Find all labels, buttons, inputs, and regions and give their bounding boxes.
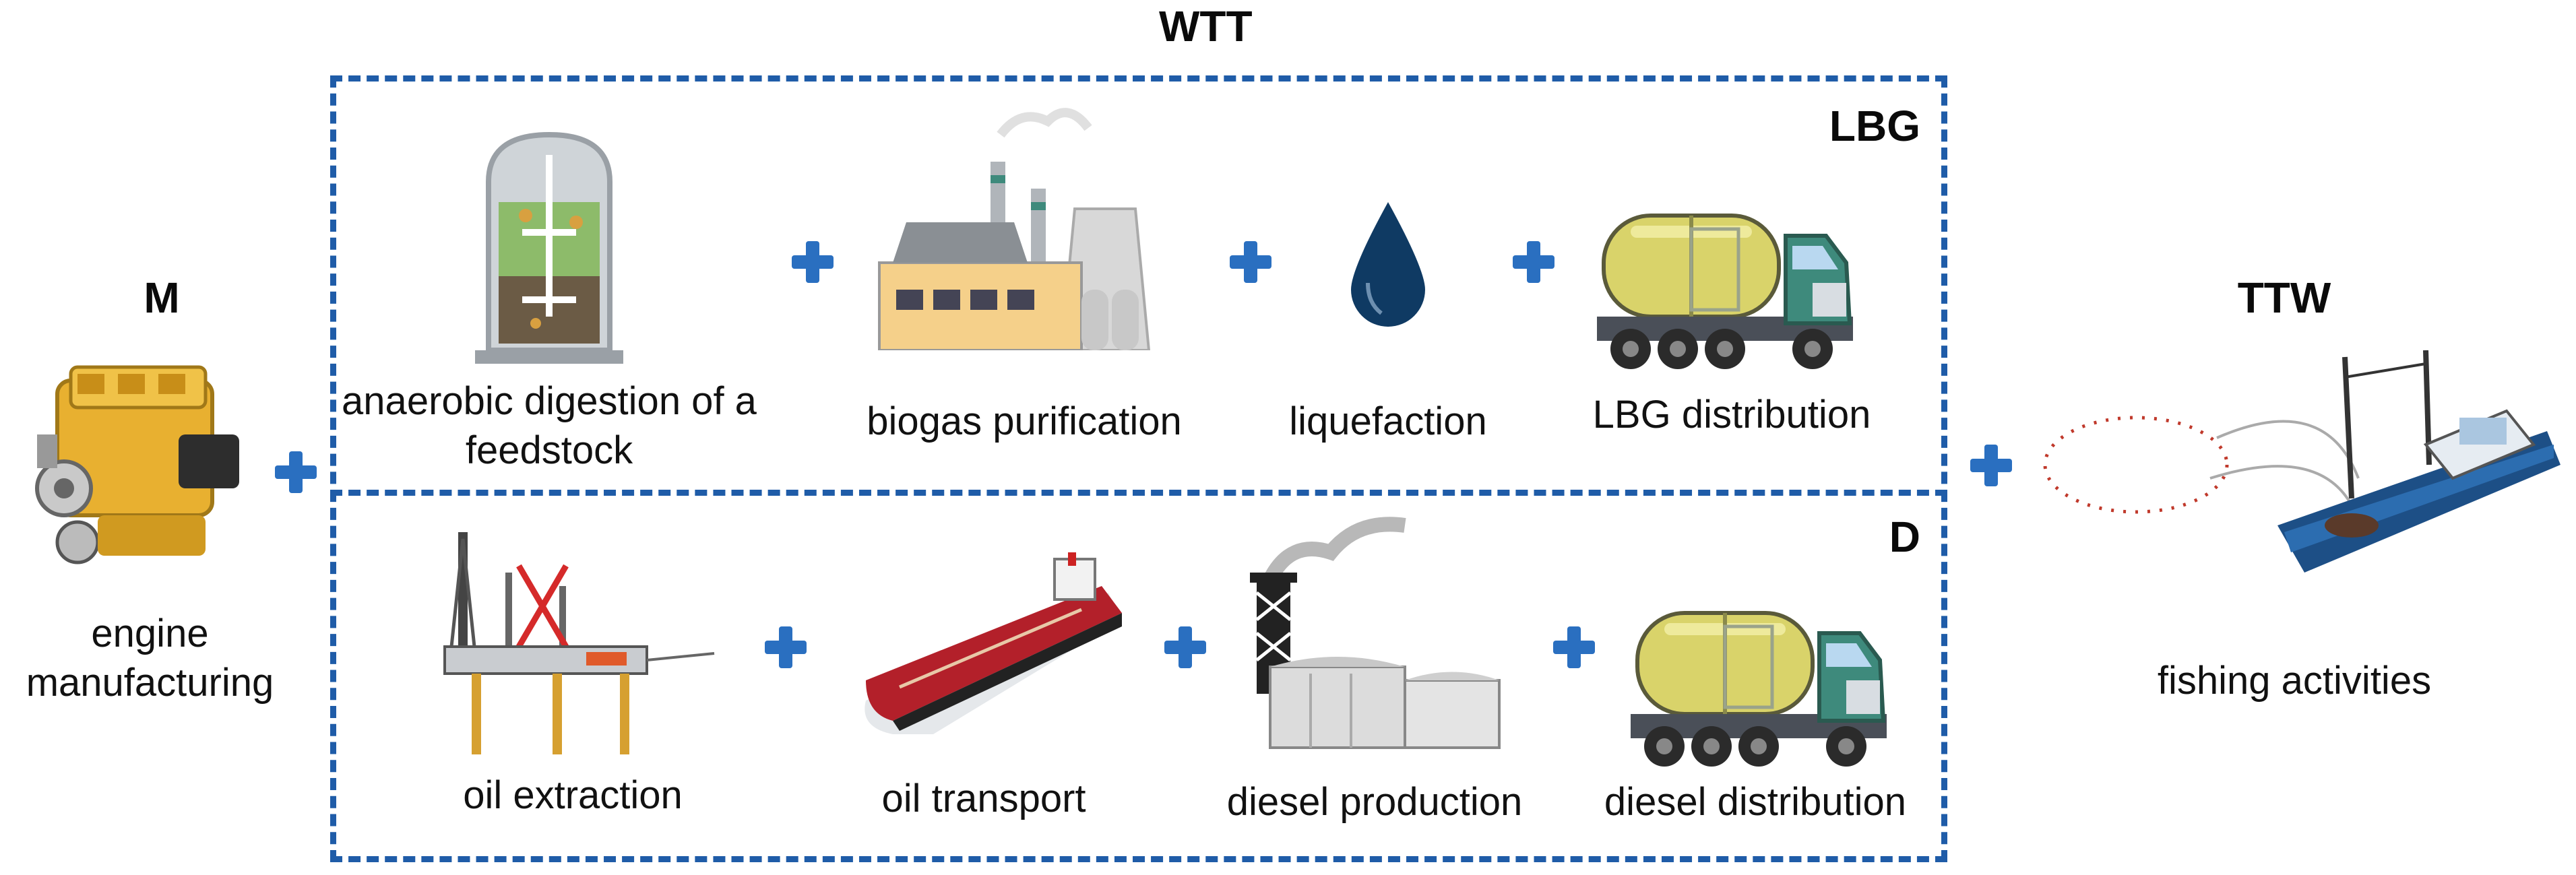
lbg-diesel-divider (330, 490, 1947, 496)
wtt-heading: WTT (1159, 2, 1253, 51)
oil-tanker-ship-icon (852, 552, 1135, 741)
lbg-heading: LBG (1829, 102, 1920, 150)
wtt-boundary-box (330, 75, 1947, 862)
oil-transport-label: oil transport (881, 777, 1086, 820)
engine-manufacturing-label: engine manufacturing (26, 612, 274, 705)
refinery-icon (1243, 512, 1513, 754)
liquefaction-label: liquefaction (1289, 399, 1487, 443)
plus-icon (1553, 626, 1595, 668)
fishing-boat-icon (2035, 350, 2574, 593)
droplet-icon (1344, 202, 1432, 330)
diesel-production-label: diesel production (1226, 780, 1523, 824)
plus-icon (1513, 241, 1554, 283)
plus-icon (792, 241, 834, 283)
tanker-truck-icon (1624, 586, 1893, 775)
m-heading: M (144, 273, 180, 322)
d-heading: D (1889, 513, 1920, 561)
biogas-purification-label: biogas purification (867, 399, 1182, 443)
plus-icon (1230, 241, 1271, 283)
plus-icon (1970, 445, 2012, 486)
oil-rig-icon (431, 532, 728, 754)
plus-icon (765, 626, 807, 668)
factory-icon (866, 108, 1176, 350)
tanker-truck-icon (1590, 189, 1860, 377)
engine-icon (24, 354, 253, 576)
plus-icon (275, 451, 317, 493)
diesel-distribution-label: diesel distribution (1604, 780, 1907, 824)
ttw-heading: TTW (2237, 273, 2331, 322)
fishing-activities-label: fishing activities (2157, 659, 2432, 703)
lbg-distribution-label: LBG distribution (1592, 393, 1871, 436)
plus-icon (1164, 626, 1206, 668)
digester-icon (475, 128, 623, 364)
oil-extraction-label: oil extraction (463, 773, 683, 817)
anaerobic-digestion-label: anaerobic digestion of a feedstock (342, 379, 757, 472)
